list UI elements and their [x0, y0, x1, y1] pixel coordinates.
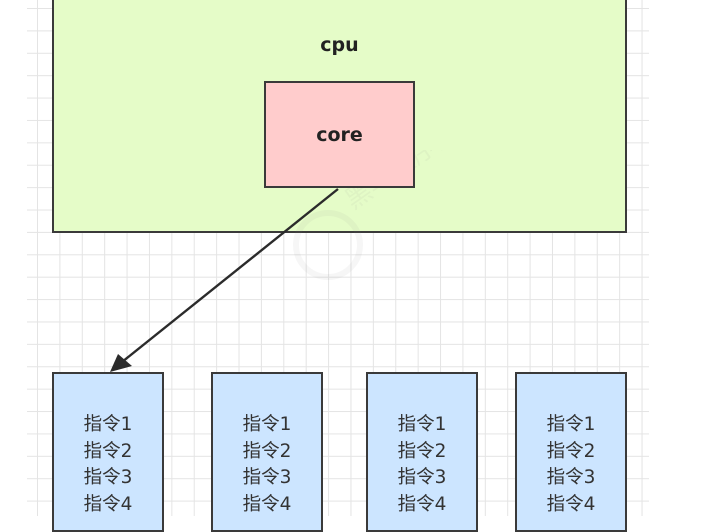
- instruction-item: 指令2: [83, 440, 133, 462]
- instruction-item: 指令3: [83, 467, 133, 488]
- instruction-column-4: 指令1 指令2 指令3 指令4: [515, 372, 627, 532]
- core-box: core: [264, 81, 415, 188]
- instruction-item: 指令3: [546, 467, 596, 488]
- instruction-item: 指令4: [242, 493, 292, 515]
- instruction-column-2: 指令1 指令2 指令3 指令4: [211, 372, 323, 532]
- instruction-column-3: 指令1 指令2 指令3 指令4: [366, 372, 478, 532]
- core-to-instructions-arrow: [110, 188, 339, 372]
- instruction-item: 指令1: [397, 414, 447, 435]
- instruction-item: 指令4: [397, 493, 447, 515]
- arrow-line: [121, 188, 339, 363]
- cpu-box: cpu: [52, 0, 627, 233]
- core-label: core: [316, 123, 363, 146]
- instruction-item: 指令4: [83, 493, 133, 515]
- instruction-item: 指令3: [242, 467, 292, 488]
- instruction-item: 指令2: [397, 440, 447, 462]
- instruction-item: 指令2: [546, 440, 596, 462]
- instruction-item: 指令1: [242, 414, 292, 435]
- instruction-item: 指令2: [242, 440, 292, 462]
- instruction-item: 指令3: [397, 467, 447, 488]
- instruction-column-1: 指令1 指令2 指令3 指令4: [52, 372, 164, 532]
- arrow-head-icon: [110, 354, 132, 372]
- instruction-item: 指令1: [83, 414, 133, 435]
- instruction-item: 指令4: [546, 493, 596, 515]
- cpu-label: cpu: [320, 34, 359, 56]
- instruction-item: 指令1: [546, 414, 596, 435]
